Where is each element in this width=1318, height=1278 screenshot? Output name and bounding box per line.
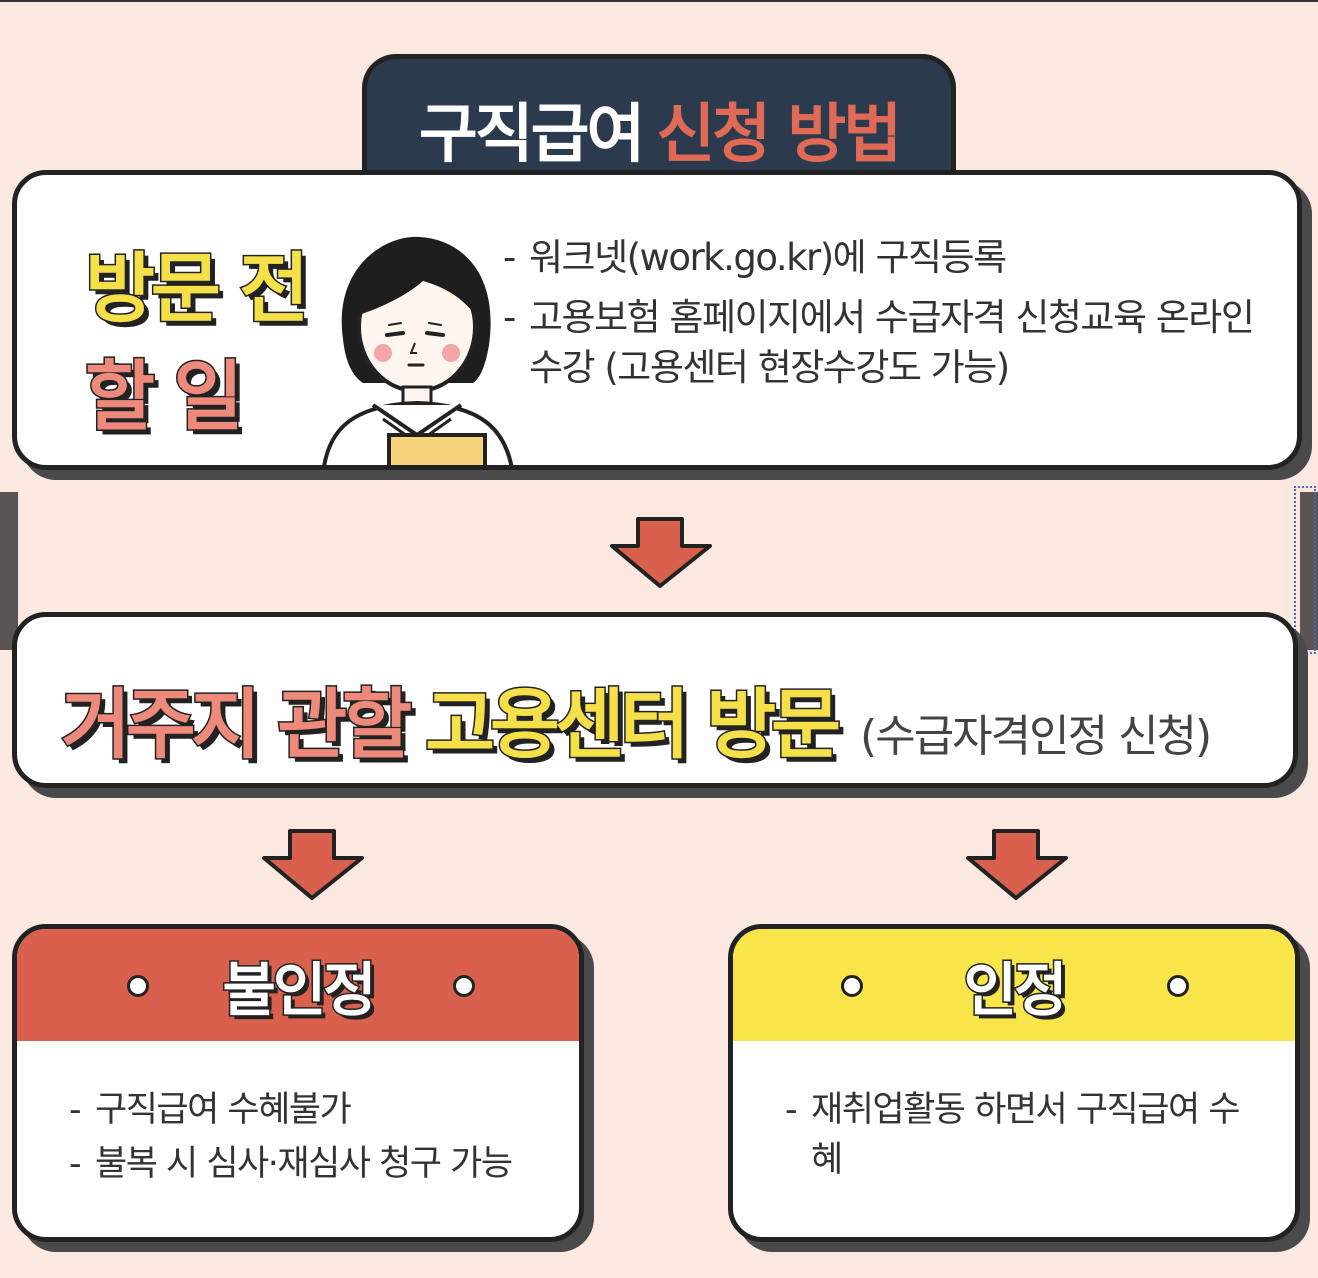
before-visit-heading: 방문 전 할 일 — [84, 235, 325, 451]
list-item: -불복 시 심사·재심사 청구 가능 — [69, 1139, 531, 1189]
ring-icon — [1167, 975, 1189, 997]
approved-list: -재취업활동 하면서 구직급여 수혜 — [733, 1041, 1295, 1185]
ring-icon — [127, 975, 149, 997]
list-item-text: 고용보험 홈페이지에서 수급자격 신청교육 온라인 수강 (고용센터 현장수강도… — [529, 296, 1255, 389]
visit-card: 거주지 관할 고용센터 방문 (수급자격인정 신청) — [12, 612, 1298, 788]
visit-heading: 거주지 관할 고용센터 방문 (수급자격인정 신청) — [59, 663, 1212, 773]
list-item: -고용보험 홈페이지에서 수급자격 신청교육 온라인 수강 (고용센터 현장수강… — [503, 293, 1283, 393]
before-visit-card: 방문 전 할 일 -워크넷(work.go.kr)에 구직등록 — [12, 170, 1302, 470]
list-item-text: 구직급여 수혜불가 — [95, 1090, 352, 1130]
title-part2: 신청 방법 — [656, 98, 902, 172]
visit-note: (수급자격인정 신청) — [860, 711, 1212, 762]
list-item-text: 불복 시 심사·재심사 청구 가능 — [95, 1144, 513, 1184]
list-item: -워크넷(work.go.kr)에 구직등록 — [503, 233, 1283, 283]
approved-header: 인정 — [733, 929, 1295, 1041]
person-illustration — [322, 236, 514, 465]
before-visit-heading-line2: 할 일 — [84, 351, 245, 443]
down-arrow-icon — [262, 829, 364, 900]
visit-heading-part2: 고용센터 방문 — [424, 679, 843, 771]
down-arrow-icon — [966, 829, 1068, 900]
denied-header: 불인정 — [17, 929, 579, 1041]
approved-card: 인정 -재취업활동 하면서 구직급여 수혜 — [728, 924, 1300, 1242]
approved-label: 인정 — [962, 955, 1069, 1026]
selection-frame — [1294, 486, 1316, 654]
denied-list: -구직급여 수혜불가 -불복 시 심사·재심사 청구 가능 — [17, 1041, 579, 1189]
title-tab: 구직급여 신청 방법 — [362, 54, 956, 178]
title-part1: 구직급여 — [418, 98, 646, 172]
list-item: -재취업활동 하면서 구직급여 수혜 — [785, 1085, 1247, 1185]
before-visit-list: -워크넷(work.go.kr)에 구직등록 -고용보험 홈페이지에서 수급자격… — [503, 233, 1283, 403]
visit-heading-part1: 거주지 관할 — [59, 679, 413, 771]
right-edge-bar — [1300, 492, 1318, 650]
ring-icon — [453, 975, 475, 997]
ring-icon — [841, 975, 863, 997]
list-item-text: 재취업활동 하면서 구직급여 수혜 — [811, 1090, 1240, 1180]
denied-label: 불인정 — [221, 955, 378, 1026]
denied-card: 불인정 -구직급여 수혜불가 -불복 시 심사·재심사 청구 가능 — [12, 924, 584, 1242]
left-edge-bar — [0, 492, 18, 650]
top-border — [0, 0, 1318, 2]
list-item: -구직급여 수혜불가 — [69, 1085, 531, 1135]
before-visit-heading-line1: 방문 전 — [84, 243, 311, 335]
list-item-text: 워크넷(work.go.kr)에 구직등록 — [529, 236, 1007, 279]
down-arrow-icon — [610, 517, 712, 588]
